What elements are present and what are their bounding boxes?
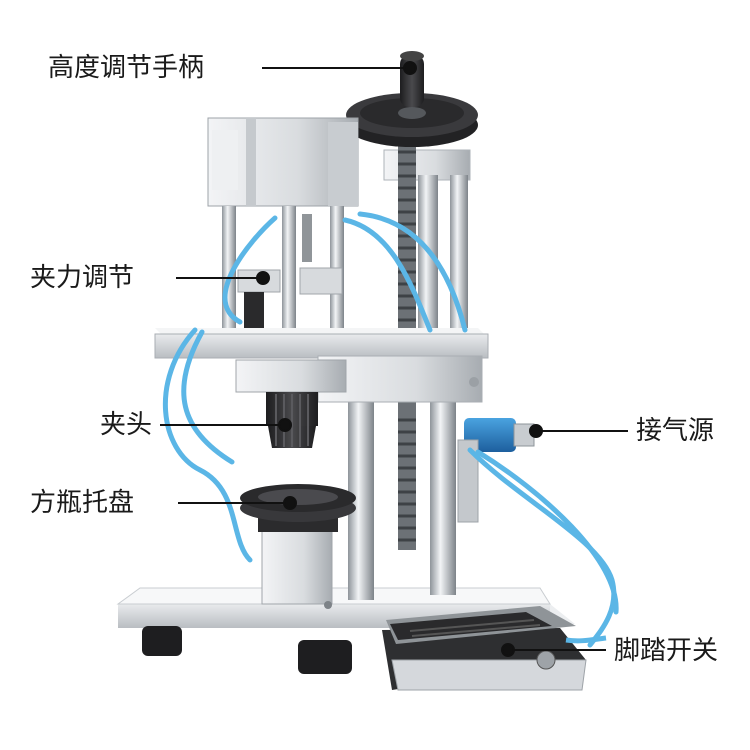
foot-pedal: [382, 606, 607, 691]
callout-lines: [160, 61, 628, 657]
callout-dot-air: [529, 424, 543, 438]
chuck-head: [235, 359, 347, 448]
upper-cylinder: [207, 117, 359, 207]
callout-dot-clamp-adjust: [256, 271, 270, 285]
air-tubes: [162, 211, 619, 648]
callout-dot-tray: [283, 496, 297, 510]
handwheel: [346, 93, 478, 147]
label-air-inlet: 接气源: [636, 416, 715, 446]
air-inlet-fitting: [457, 418, 535, 523]
middle-plate: [154, 328, 489, 403]
callout-dot-pedal: [501, 643, 515, 657]
rubber-feet: [142, 626, 352, 674]
label-pedal-switch: 脚踏开关: [614, 636, 719, 666]
label-chuck: 夹头: [100, 410, 153, 440]
callout-dot-handle: [403, 61, 417, 75]
bottle-tray: [240, 484, 356, 609]
label-tray: 方瓶托盘: [30, 488, 135, 518]
label-clamp-adjust: 夹力调节: [30, 263, 135, 293]
callout-dot-chuck: [278, 418, 292, 432]
handle-knob: [400, 51, 424, 107]
label-height-handle: 高度调节手柄: [48, 53, 205, 83]
